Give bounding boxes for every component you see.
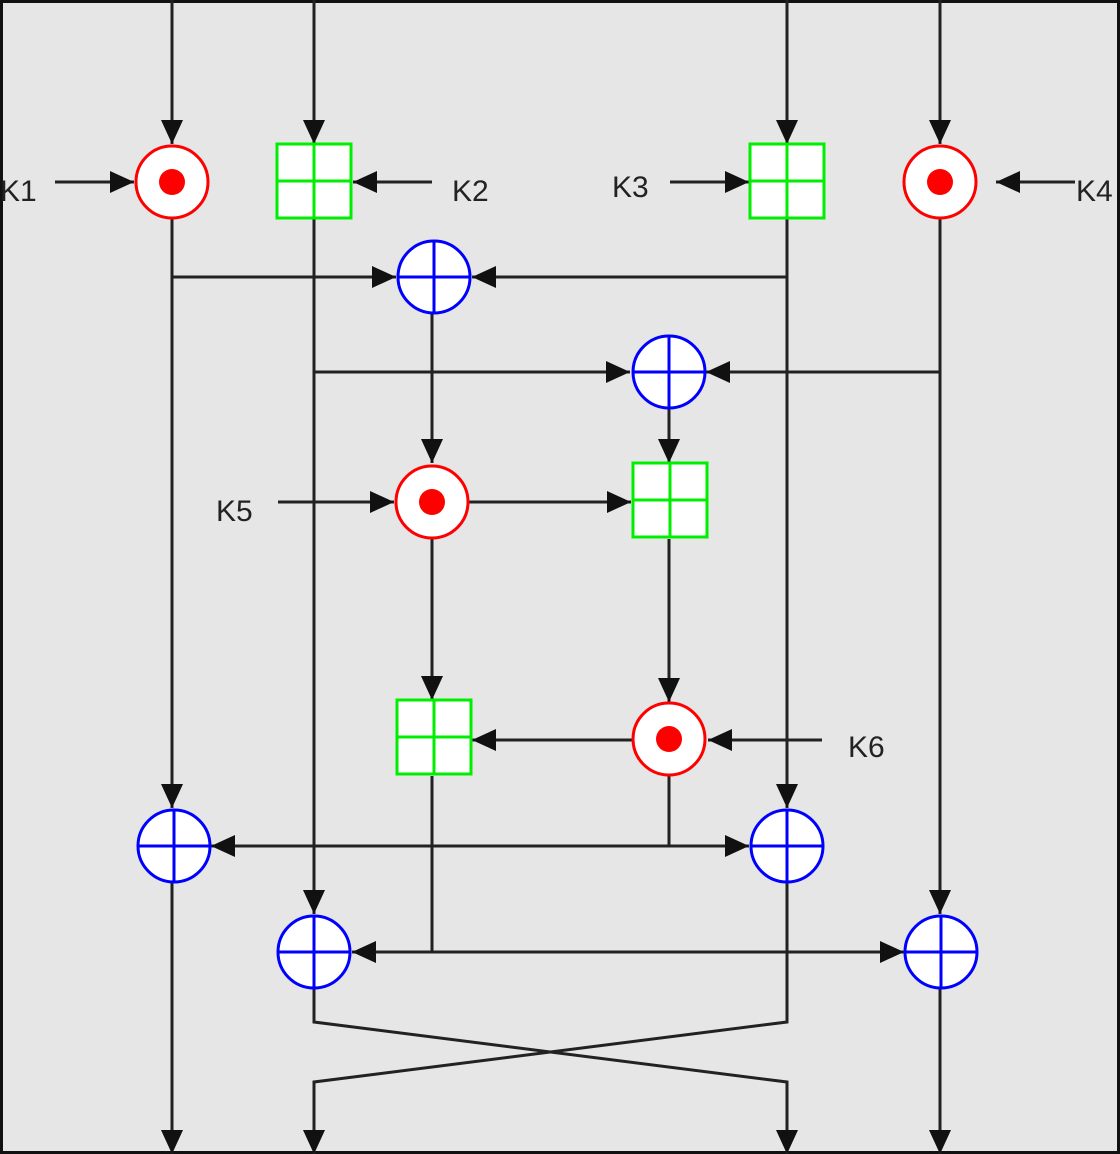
key-label-k3: K3 xyxy=(612,171,649,204)
key-label-k5: K5 xyxy=(216,495,253,528)
output-xor-3 xyxy=(749,808,825,884)
xor-block-1 xyxy=(396,239,472,315)
mix-add-block xyxy=(631,461,709,539)
mix-add-block-2 xyxy=(395,698,473,776)
k3-add-block xyxy=(748,142,826,220)
output-xor-1 xyxy=(136,808,212,884)
xor-block-2 xyxy=(631,334,707,410)
k4-multiply-block xyxy=(902,144,978,220)
output-xor-4 xyxy=(903,914,979,990)
key-label-k6: K6 xyxy=(848,731,885,764)
k2-add-block xyxy=(275,142,353,220)
key-label-k4: K4 xyxy=(1076,175,1113,208)
k1-multiply-block xyxy=(134,144,210,220)
operation-blocks xyxy=(134,142,979,990)
output-xor-2 xyxy=(276,914,352,990)
k5-multiply-block xyxy=(394,464,470,540)
key-label-k1: K1 xyxy=(0,175,37,208)
k6-multiply-block xyxy=(631,701,707,777)
key-label-k2: K2 xyxy=(452,175,489,208)
key-labels: K1 K2 K3 K4 K5 K6 xyxy=(0,171,1113,764)
wires xyxy=(55,0,1075,1154)
output-wire-3 xyxy=(303,882,789,1154)
